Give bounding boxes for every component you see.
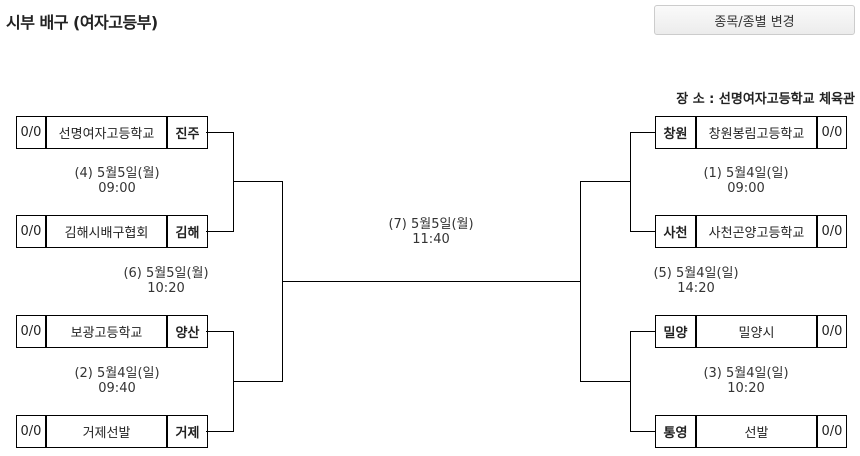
team-region: 사천 bbox=[656, 216, 697, 247]
match-info: (5) 5월4일(일)14:20 bbox=[626, 266, 766, 296]
team-score: 0/0 bbox=[17, 416, 47, 447]
match-date: (5) 5월4일(일) bbox=[653, 266, 739, 281]
team-name: 사천곤양고등학교 bbox=[697, 216, 818, 247]
bracket-line bbox=[630, 231, 655, 232]
bracket-line bbox=[206, 331, 233, 332]
match-info: (4) 5월5일(월)09:00 bbox=[47, 166, 187, 196]
bracket-line bbox=[580, 381, 630, 382]
bracket-line bbox=[206, 231, 233, 232]
page-title: 시부 배구 (여자고등부) bbox=[6, 13, 158, 32]
bracket-line bbox=[233, 381, 282, 382]
team-name: 선명여자고등학교 bbox=[47, 117, 168, 148]
match-date: (4) 5월5일(월) bbox=[74, 166, 160, 181]
team-score: 0/0 bbox=[821, 424, 843, 439]
bracket-line bbox=[630, 132, 655, 133]
match-date: (3) 5월4일(일) bbox=[703, 366, 789, 381]
change-event-button[interactable]: 종목/종별 변경 bbox=[654, 5, 855, 35]
bracket-line bbox=[282, 281, 580, 282]
team-name: 밀양시 bbox=[697, 316, 818, 347]
team-score: 0/0 bbox=[821, 324, 843, 339]
team-region: 김해 bbox=[175, 226, 200, 241]
match-time: 11:40 bbox=[412, 232, 450, 247]
team-region: 양산 bbox=[175, 326, 200, 341]
match-info: (2) 5월4일(일)09:40 bbox=[47, 366, 187, 396]
team-region: 진주 bbox=[175, 127, 200, 142]
team-name: 보광고등학교 bbox=[47, 316, 168, 347]
team-score: 0/0 bbox=[17, 316, 47, 347]
match-time: 10:20 bbox=[147, 281, 185, 296]
team-score: 0/0 bbox=[821, 224, 843, 239]
bracket-line bbox=[233, 181, 282, 182]
team-name: 선발 bbox=[697, 416, 818, 447]
team-region: 거제 bbox=[175, 426, 200, 441]
match-date: (6) 5월5일(월) bbox=[123, 266, 209, 281]
match-time: 14:20 bbox=[677, 281, 715, 296]
match-info: (7) 5월5일(월)11:40 bbox=[361, 217, 501, 247]
match-time: 09:00 bbox=[98, 181, 136, 196]
match-time: 10:20 bbox=[727, 381, 765, 396]
bracket-line bbox=[630, 331, 631, 432]
bracket-line bbox=[580, 181, 581, 382]
team-score: 0/0 bbox=[17, 216, 47, 247]
match-time: 09:00 bbox=[727, 181, 765, 196]
match-date: (7) 5월5일(월) bbox=[388, 217, 474, 232]
venue-label: 장 소 : 선명여자고등학교 체육관 bbox=[676, 92, 855, 107]
match-date: (1) 5월4일(일) bbox=[703, 166, 789, 181]
match-time: 09:40 bbox=[98, 381, 136, 396]
match-info: (6) 5월5일(월)10:20 bbox=[96, 266, 236, 296]
team-region: 밀양 bbox=[656, 316, 697, 347]
bracket-line bbox=[233, 132, 234, 232]
match-info: (1) 5월4일(일)09:00 bbox=[676, 166, 816, 196]
bracket-line bbox=[630, 431, 655, 432]
bracket-line bbox=[206, 431, 233, 432]
team-score: 0/0 bbox=[821, 125, 843, 140]
team-name: 창원봉림고등학교 bbox=[697, 117, 818, 148]
match-info: (3) 5월4일(일)10:20 bbox=[676, 366, 816, 396]
bracket-line bbox=[206, 132, 233, 133]
team-region: 통영 bbox=[656, 416, 697, 447]
team-name: 김해시배구협회 bbox=[47, 216, 168, 247]
bracket-line bbox=[630, 331, 655, 332]
team-name: 거제선발 bbox=[47, 416, 168, 447]
bracket-line bbox=[630, 132, 631, 232]
team-region: 창원 bbox=[656, 117, 697, 148]
match-date: (2) 5월4일(일) bbox=[74, 366, 160, 381]
bracket-line bbox=[580, 181, 630, 182]
team-score: 0/0 bbox=[17, 117, 47, 148]
